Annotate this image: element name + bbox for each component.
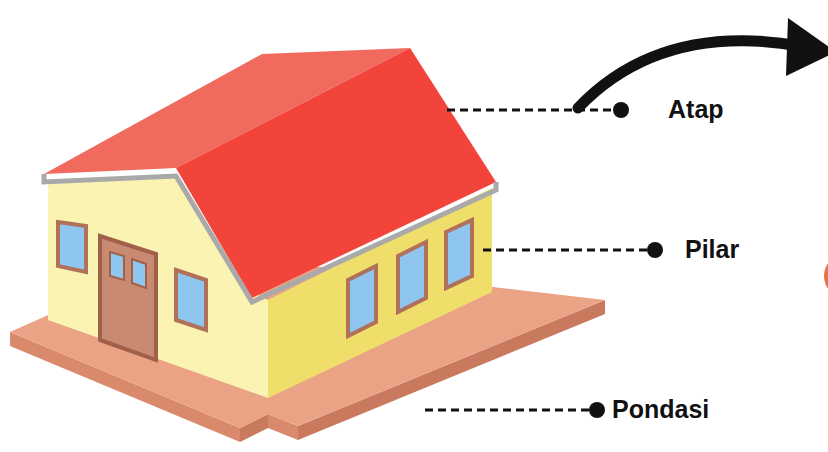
leader-line — [447, 109, 618, 112]
window — [176, 270, 206, 330]
leader-line — [483, 249, 652, 252]
leader-dot — [647, 242, 663, 258]
window — [398, 242, 426, 312]
door — [100, 236, 156, 360]
door-window — [132, 259, 146, 288]
window — [446, 220, 472, 288]
part-label: Pondasi — [612, 397, 709, 422]
door-window — [110, 252, 124, 280]
window — [58, 222, 86, 272]
leader-dot — [589, 402, 605, 418]
leader-line — [425, 409, 594, 412]
leader-dot — [613, 102, 629, 118]
window — [348, 266, 376, 336]
arrow-head — [786, 18, 828, 76]
part-label: Atap — [668, 97, 724, 122]
decorative-circle — [824, 254, 828, 298]
part-label: Pilar — [685, 237, 739, 262]
roof-face — [176, 48, 496, 298]
